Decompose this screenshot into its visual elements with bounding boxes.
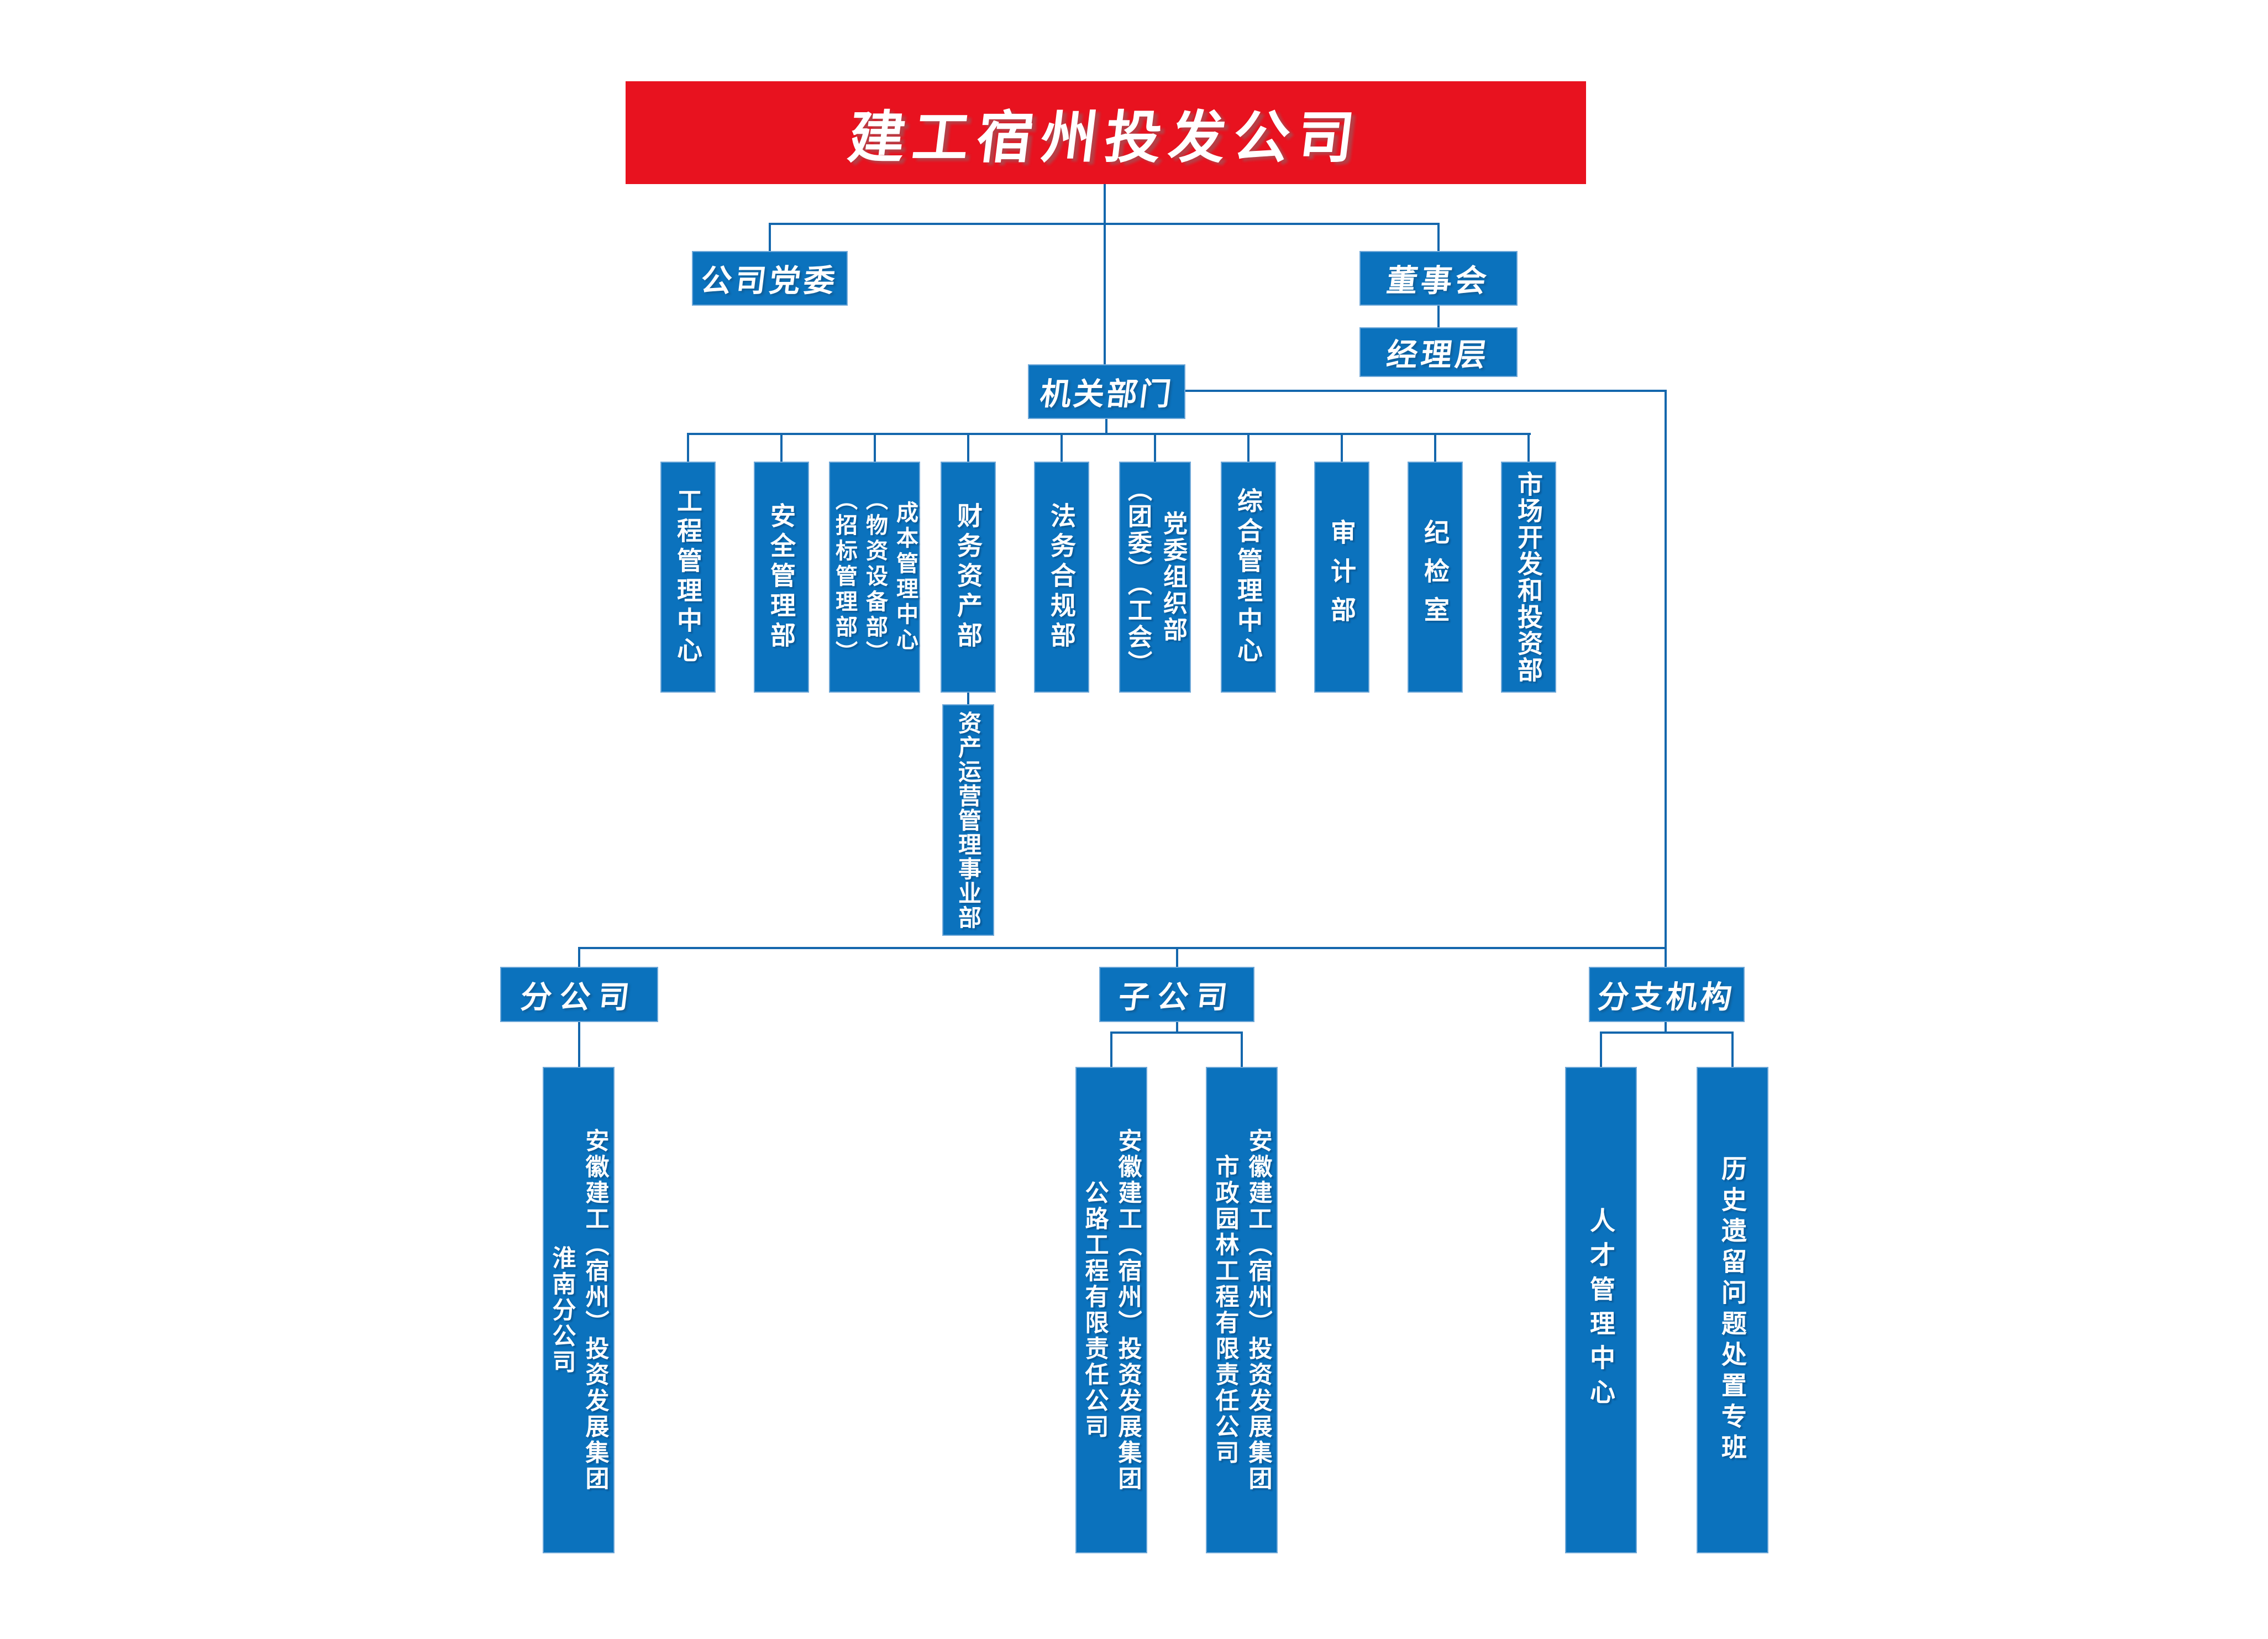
org-talent-management-center-label: 人才管理中心 [1587, 1207, 1615, 1413]
connector-right-vertical [1665, 390, 1667, 969]
connector-right-horizontal [1185, 390, 1667, 392]
root-company-title: 建工宿州投发公司 [844, 106, 1366, 169]
connector-dept-stub-8 [1341, 433, 1343, 464]
connector-branch-company-stub [578, 947, 580, 969]
connector-management-stub [1437, 306, 1440, 329]
connector-bottom-horizontal [578, 947, 1667, 949]
connector-subsidiaries-stub [1176, 947, 1178, 969]
dept-general-management-center-label: 综合管理中心 [1234, 488, 1263, 667]
dept-general-management-center: 综合管理中心 [1221, 462, 1276, 693]
company-huainan-branch: 安徽建工（宿州）投资发展集团 淮南分公司 [543, 1067, 615, 1553]
connector-branch-inst-2-stub [1731, 1031, 1734, 1069]
org-talent-management-center: 人才管理中心 [1565, 1067, 1637, 1553]
node-branch-institutions: 分支机构 [1589, 967, 1745, 1022]
connector-dept-stub-1 [687, 433, 689, 464]
connector-subsidiary-1-stub [1110, 1031, 1112, 1069]
dept-party-organization: 党委组织部 （团委）（工会） [1119, 462, 1191, 693]
management-layer-label: 经理层 [1384, 337, 1492, 372]
connector-root-vertical [1104, 184, 1106, 366]
party-committee-label: 公司党委 [699, 263, 841, 298]
organ-departments-label: 机关部门 [1038, 376, 1175, 411]
org-legacy-issues-taskforce-label: 历史遗留问题处置专班 [1718, 1155, 1747, 1465]
node-management-layer: 经理层 [1359, 327, 1518, 377]
dept-market-development-investment: 市场开发和投资部 [1501, 462, 1556, 693]
node-branch-company: 分公司 [500, 967, 658, 1022]
company-highway-engineering: 安徽建工（宿州）投资发展集团 公路工程有限责任公司 [1075, 1067, 1147, 1553]
connector-dept-stub-7 [1247, 433, 1250, 464]
connector-top-horizontal [769, 223, 1440, 225]
company-highway-engineering-label: 安徽建工（宿州）投资发展集团 公路工程有限责任公司 [1082, 1128, 1141, 1492]
node-subsidiaries: 子公司 [1099, 967, 1254, 1022]
dept-cost-management-center: 成本管理中心 （物资设备部） （招标管理部） [829, 462, 920, 693]
dept-audit: 审计部 [1314, 462, 1369, 693]
branch-company-label: 分公司 [518, 979, 639, 1014]
connector-departments-horizontal [687, 433, 1531, 435]
dept-legal-compliance-label: 法务合规部 [1047, 502, 1076, 652]
node-board-of-directors: 董事会 [1359, 251, 1518, 306]
connector-dept-stub-10 [1527, 433, 1530, 464]
branch-institutions-label: 分支机构 [1595, 979, 1737, 1014]
connector-branch-company-child-stub [578, 1022, 580, 1069]
dept-audit-label: 审计部 [1327, 519, 1356, 635]
org-legacy-issues-taskforce: 历史遗留问题处置专班 [1697, 1067, 1768, 1553]
connector-dept-stub-5 [1060, 433, 1063, 464]
dept-cost-management-center-label: 成本管理中心 （物资设备部） （招标管理部） [832, 488, 917, 666]
dept-legal-compliance: 法务合规部 [1034, 462, 1089, 693]
connector-party-stub [769, 223, 771, 253]
board-of-directors-label: 董事会 [1384, 263, 1492, 298]
connector-asset-division-stub [967, 693, 969, 706]
dept-party-organization-label: 党委组织部 （团委）（工会） [1124, 477, 1186, 677]
connector-dept-stub-6 [1154, 433, 1156, 464]
connector-subsidiaries-bottom-stub [1176, 1022, 1178, 1034]
dept-finance-assets: 财务资产部 [941, 462, 996, 693]
dept-safety-management: 安全管理部 [754, 462, 809, 693]
connector-branch-inst-bottom-stub [1665, 1022, 1667, 1034]
connector-dept-stub-9 [1434, 433, 1436, 464]
node-organ-departments: 机关部门 [1028, 364, 1185, 419]
dept-safety-management-label: 安全管理部 [767, 502, 796, 652]
dept-discipline-inspection: 纪检室 [1408, 462, 1463, 693]
connector-dept-stub-4 [967, 433, 969, 464]
connector-branch-inst-1-stub [1600, 1031, 1602, 1069]
root-company-banner: 建工宿州投发公司 [626, 81, 1586, 184]
dept-finance-assets-label: 财务资产部 [954, 502, 983, 652]
connector-dept-stub-3 [874, 433, 876, 464]
dept-engineering-management-center: 工程管理中心 [660, 462, 716, 693]
dept-engineering-management-center-label: 工程管理中心 [674, 488, 702, 667]
node-party-committee: 公司党委 [692, 251, 848, 306]
asset-operation-division-label: 资产运营管理事业部 [955, 710, 981, 930]
connector-branch-inst-split [1600, 1031, 1734, 1034]
connector-subsidiary-2-stub [1241, 1031, 1243, 1069]
dept-discipline-inspection-label: 纪检室 [1421, 519, 1450, 635]
connector-organ-bottom-stub [1105, 419, 1107, 435]
connector-board-stub [1437, 223, 1440, 253]
company-municipal-garden-label: 安徽建工（宿州）投资发展集团 市政园林工程有限责任公司 [1212, 1128, 1272, 1492]
connector-dept-stub-2 [780, 433, 783, 464]
node-asset-operation-division: 资产运营管理事业部 [942, 704, 994, 936]
subsidiaries-label: 子公司 [1116, 979, 1237, 1014]
connector-subsidiaries-split [1110, 1031, 1243, 1034]
company-municipal-garden: 安徽建工（宿州）投资发展集团 市政园林工程有限责任公司 [1206, 1067, 1278, 1553]
company-huainan-branch-label: 安徽建工（宿州）投资发展集团 淮南分公司 [549, 1128, 608, 1492]
dept-market-development-investment-label: 市场开发和投资部 [1514, 471, 1543, 683]
